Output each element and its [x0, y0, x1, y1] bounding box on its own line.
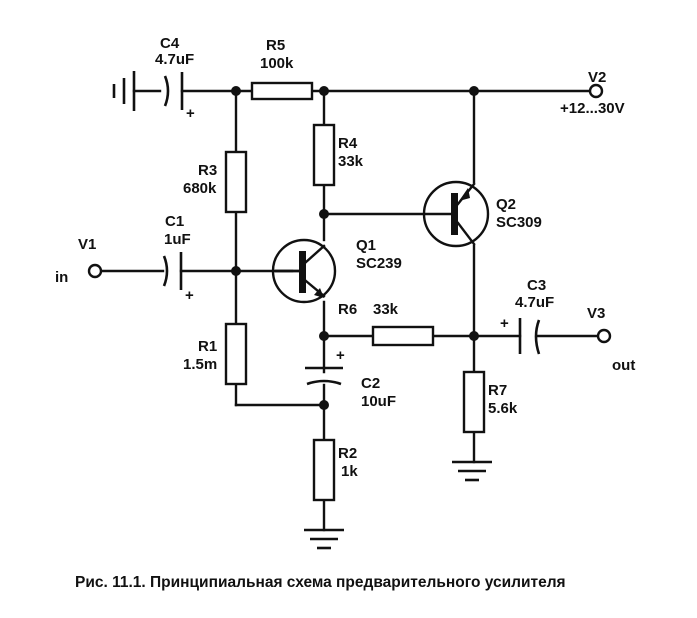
r7-value: 5.6k	[488, 400, 518, 417]
r2-ref: R2	[338, 445, 357, 462]
c4-polarity: +	[186, 105, 195, 122]
capacitor-c3	[518, 318, 541, 355]
c1-value: 1uF	[164, 231, 191, 248]
c3-polarity: +	[500, 315, 509, 332]
r7-ref: R7	[488, 382, 507, 399]
r1-ref: R1	[198, 338, 217, 355]
resistor-r1	[224, 322, 248, 386]
c2-ref: C2	[361, 375, 380, 392]
v3-label: out	[612, 357, 635, 374]
c3-value: 4.7uF	[515, 294, 554, 311]
capacitor-c4	[163, 72, 184, 110]
c4-value: 4.7uF	[155, 51, 194, 68]
q1-value: SC239	[356, 255, 402, 272]
r3-ref: R3	[198, 162, 217, 179]
junction-dot	[319, 209, 329, 219]
c3-ref: C3	[527, 277, 546, 294]
q2-ref: Q2	[496, 196, 516, 213]
capacitor-c1	[162, 252, 183, 290]
resistor-r7	[462, 370, 486, 434]
v2-ref: V2	[588, 69, 606, 86]
ground-icon-r7	[452, 460, 492, 482]
transistor-q1	[271, 238, 337, 304]
v2-label: +12...30V	[560, 100, 625, 117]
terminal-v1	[87, 263, 103, 279]
r5-value: 100k	[260, 55, 294, 72]
junction-dot	[469, 86, 479, 96]
capacitor-c2	[305, 366, 343, 386]
v1-ref: V1	[78, 236, 96, 253]
r2-value: 1k	[341, 463, 358, 480]
junction-dot	[319, 331, 329, 341]
junctions	[231, 86, 479, 410]
resistor-r2	[312, 438, 336, 502]
resistor-r4	[312, 123, 336, 187]
junction-dot	[319, 86, 329, 96]
transistor-q2	[422, 180, 490, 248]
c1-polarity: +	[185, 287, 194, 304]
r4-ref: R4	[338, 135, 358, 152]
r1-value: 1.5m	[183, 356, 217, 373]
resistor-r5	[250, 81, 314, 101]
c1-ref: C1	[165, 213, 184, 230]
terminal-v2	[588, 83, 604, 99]
q1-ref: Q1	[356, 237, 376, 254]
r6-value: 33k	[373, 301, 399, 318]
junction-dot	[231, 266, 241, 276]
c2-value: 10uF	[361, 393, 396, 410]
r3-value: 680k	[183, 180, 217, 197]
resistor-r6	[371, 325, 435, 347]
figure-caption: Рис. 11.1. Принципиальная схема предвари…	[75, 574, 566, 591]
v1-label: in	[55, 269, 68, 286]
junction-dot	[319, 400, 329, 410]
ground-icon-r2	[304, 528, 344, 550]
c2-polarity: +	[336, 347, 345, 364]
r6-ref: R6	[338, 301, 357, 318]
junction-dot	[231, 86, 241, 96]
r4-value: 33k	[338, 153, 364, 170]
resistor-r3	[224, 150, 248, 214]
battery-icon	[112, 71, 136, 111]
terminal-v3	[596, 328, 612, 344]
v3-ref: V3	[587, 305, 605, 322]
q2-value: SC309	[496, 214, 542, 231]
c4-ref: C4	[160, 35, 180, 52]
r5-ref: R5	[266, 37, 285, 54]
junction-dot	[469, 331, 479, 341]
